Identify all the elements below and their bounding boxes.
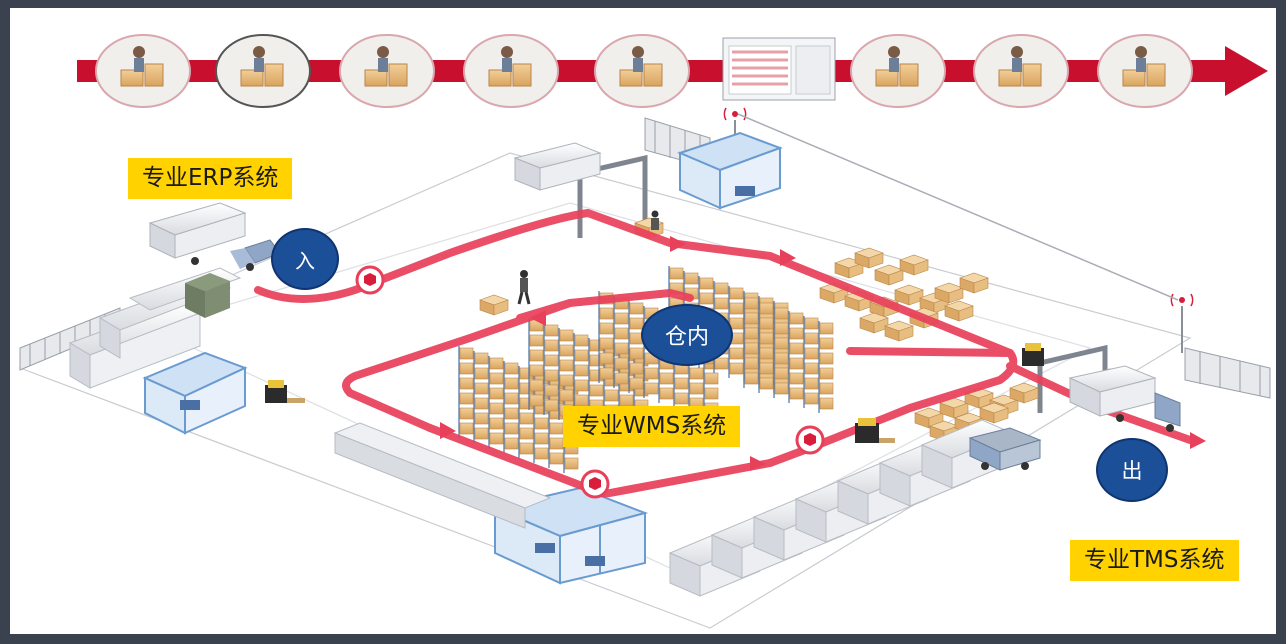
forklift-icon: [265, 380, 305, 403]
erp-system-label: 专业ERP系统: [128, 158, 293, 199]
pallet-stack: [874, 264, 904, 286]
rfid-tag-marker-icon: [795, 425, 825, 455]
schedule-screen-step-icon: [722, 37, 836, 101]
forklift-icon: [855, 418, 895, 443]
office-top: [677, 131, 783, 210]
system-entry-step-icon: [594, 34, 690, 108]
worker-icon: [517, 270, 531, 305]
pallet-stack: [944, 300, 974, 322]
conveyor-line: [333, 422, 552, 529]
pallet-stack: [884, 320, 914, 342]
pallet-stack: [914, 407, 944, 429]
pallet-stack: [899, 254, 929, 276]
inbound-badge: 入: [271, 228, 339, 290]
worker-icon: [651, 210, 659, 230]
pallet-stack: [479, 294, 509, 316]
flow-arrow-heads: [440, 236, 1206, 471]
wms-system-label: 专业WMS系统: [563, 406, 741, 447]
pallet-stack: [934, 282, 964, 304]
inbound-gate: [577, 154, 648, 238]
dock-truck-icon: [513, 142, 602, 191]
rfid-tag-marker-icon: [355, 265, 385, 295]
process-steps: [95, 34, 1193, 108]
outbound-badge: 出: [1096, 438, 1168, 502]
staging-step-icon: [973, 34, 1069, 108]
pallet-stacks: [479, 217, 1039, 442]
rack-unit: [743, 296, 834, 413]
pallet-stack: [909, 307, 939, 329]
shipping-step-icon: [1097, 34, 1193, 108]
fence-right: [1184, 347, 1271, 399]
warehouse-badge: 仓内: [641, 304, 733, 366]
order-entry-step-icon: [95, 34, 191, 108]
pallet-stack: [859, 312, 889, 334]
inspection-step-icon: [339, 34, 435, 108]
pallet-stack: [854, 247, 884, 269]
rfid-antenna-right-icon: [1170, 293, 1194, 353]
picking-step-icon: [850, 34, 946, 108]
rfid-tag-marker-icon: [580, 469, 610, 499]
tms-system-label: 专业TMS系统: [1070, 540, 1239, 581]
pallet-stack: [979, 402, 1009, 424]
forklift-icon: [1022, 343, 1044, 366]
guard-booth: [185, 273, 230, 318]
outbound-truck-icon: [1068, 365, 1181, 432]
pallet-stack: [959, 272, 989, 294]
pallet-stack: [1009, 382, 1039, 404]
parked-trailers-bottom: [668, 419, 1014, 597]
rack-unit: [458, 346, 579, 473]
warehouse-diagram: 专业ERP系统 专业WMS系统 专业TMS系统 入 仓内 出: [10, 8, 1276, 634]
warehouse-scene: [18, 34, 1271, 629]
cab-truck-icon: [968, 427, 1042, 471]
pallet-stack: [894, 284, 924, 306]
rfid-wire: [737, 113, 1179, 301]
receiving-step-icon: [215, 34, 311, 108]
inbound-truck-icon: [148, 202, 281, 271]
office-left: [142, 351, 248, 435]
putaway-step-icon: [463, 34, 559, 108]
